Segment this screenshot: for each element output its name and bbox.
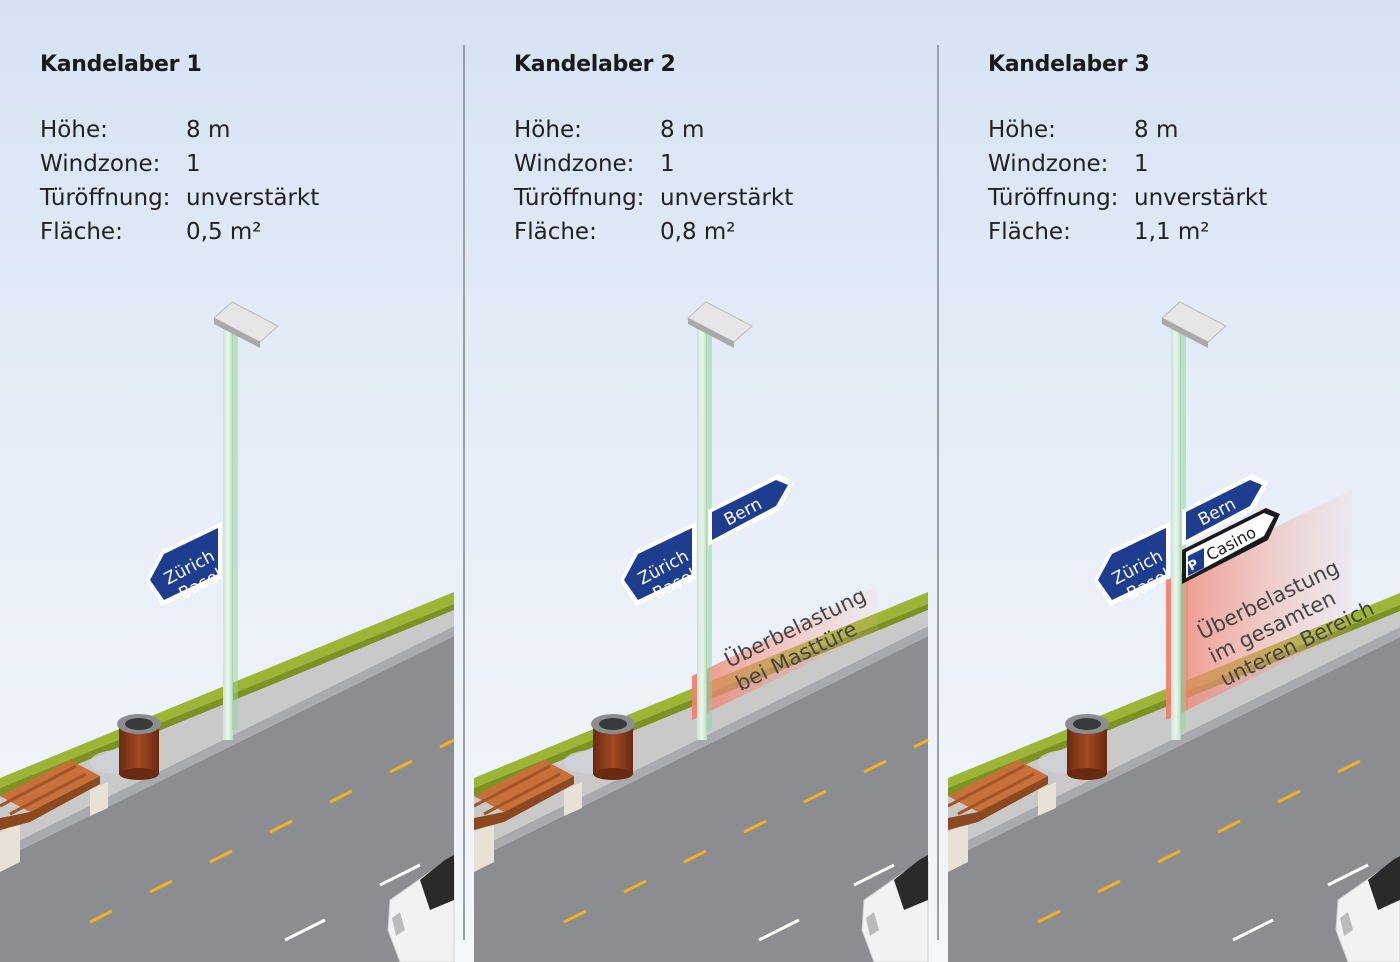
curb xyxy=(948,627,1400,860)
spec-label: Fläche: xyxy=(988,219,1071,245)
spec-row-area: Fläche: 0,8 m² xyxy=(514,219,793,253)
spec-label: Windzone: xyxy=(988,151,1109,177)
spec-table: Höhe: 8 m Windzone: 1 Türöffnung: unverstär… xyxy=(514,117,793,253)
spec-row-door: Türöffnung: unverstärkt xyxy=(40,185,319,219)
panel-title: Kandelaber 2 xyxy=(514,52,676,77)
street-scene: Überbelastungbei Masttüre ZürichBasel Be… xyxy=(474,301,929,962)
spec-label: Türöffnung: xyxy=(40,185,171,211)
road xyxy=(474,636,928,962)
spec-row-height: Höhe: 8 m xyxy=(40,117,319,151)
street-scene: ZürichBasel xyxy=(0,301,455,962)
svg-text:ZürichBasel: ZürichBasel xyxy=(161,546,228,607)
spec-value: 8 m xyxy=(1134,117,1179,143)
spec-value: 0,8 m² xyxy=(660,219,736,245)
spec-value: 1,1 m² xyxy=(1134,219,1210,245)
spec-value: 1 xyxy=(1134,151,1149,177)
panel-kandelaber-3: Überbelastungim gesamtenunteren Bereich … xyxy=(948,0,1400,962)
lane-markings xyxy=(89,738,455,924)
spec-row-area: Fläche: 1,1 m² xyxy=(988,219,1267,253)
spec-row-height: Höhe: 8 m xyxy=(514,117,793,151)
spec-label: Fläche: xyxy=(40,219,123,245)
sign-parking-casino: P Casino xyxy=(1182,508,1280,584)
spec-row-windzone: Windzone: 1 xyxy=(988,151,1267,185)
spec-label: Türöffnung: xyxy=(988,185,1119,211)
sign-bern: Bern xyxy=(708,474,794,546)
car xyxy=(387,855,455,962)
sign-zurich-basel: ZürichBasel xyxy=(1094,522,1174,606)
spec-label: Fläche: xyxy=(514,219,597,245)
spec-row-door: Türöffnung: unverstärkt xyxy=(514,185,793,219)
spec-table: Höhe: 8 m Windzone: 1 Türöffnung: unverstär… xyxy=(40,117,319,253)
spec-value: 8 m xyxy=(186,117,231,143)
street-lamp xyxy=(213,301,279,740)
car xyxy=(861,855,929,962)
curb xyxy=(0,626,454,860)
curb xyxy=(474,626,928,860)
spec-label: Windzone: xyxy=(514,151,635,177)
spec-label: Höhe: xyxy=(988,117,1056,143)
spec-value: 1 xyxy=(186,151,201,177)
spec-table: Höhe: 8 m Windzone: 1 Türöffnung: unverstär… xyxy=(988,117,1267,253)
spec-row-door: Türöffnung: unverstärkt xyxy=(988,185,1267,219)
spec-row-windzone: Windzone: 1 xyxy=(40,151,319,185)
road xyxy=(948,637,1400,962)
bench xyxy=(474,760,582,872)
road xyxy=(0,636,454,962)
lane-markings xyxy=(563,738,929,924)
lane-markings xyxy=(1037,759,1361,924)
trash-bin xyxy=(564,714,635,780)
trash-bin xyxy=(90,714,161,780)
spec-value: 8 m xyxy=(660,117,705,143)
spec-value: 0,5 m² xyxy=(186,219,262,245)
panel-title: Kandelaber 3 xyxy=(988,52,1150,77)
panel-kandelaber-2: Überbelastungbei Masttüre ZürichBasel Be… xyxy=(474,0,948,962)
spec-row-height: Höhe: 8 m xyxy=(988,117,1267,151)
spec-value: 1 xyxy=(660,151,675,177)
panel-divider xyxy=(937,45,939,940)
panel-kandelaber-1: ZürichBasel Kandelaber 1 Höhe: 8 m Windzo… xyxy=(0,0,474,962)
spec-label: Windzone: xyxy=(40,151,161,177)
sign-zurich-basel: ZürichBasel xyxy=(620,522,700,606)
spec-label: Höhe: xyxy=(40,117,108,143)
spec-value: unverstärkt xyxy=(1134,185,1268,211)
sign-zurich-basel: ZürichBasel xyxy=(146,522,228,607)
street-scene: Überbelastungim gesamtenunteren Bereich … xyxy=(948,301,1400,962)
parking-icon xyxy=(1188,548,1204,576)
spec-value: unverstärkt xyxy=(660,185,794,211)
spec-label: Türöffnung: xyxy=(514,185,645,211)
spec-row-windzone: Windzone: 1 xyxy=(514,151,793,185)
spec-label: Höhe: xyxy=(514,117,582,143)
panel-divider xyxy=(463,45,465,940)
spec-row-area: Fläche: 0,5 m² xyxy=(40,219,319,253)
spec-value: unverstärkt xyxy=(186,185,320,211)
bench xyxy=(948,760,1056,872)
car xyxy=(1335,856,1400,962)
panel-title: Kandelaber 1 xyxy=(40,52,202,77)
trash-bin xyxy=(1038,714,1109,780)
bench xyxy=(0,760,108,872)
